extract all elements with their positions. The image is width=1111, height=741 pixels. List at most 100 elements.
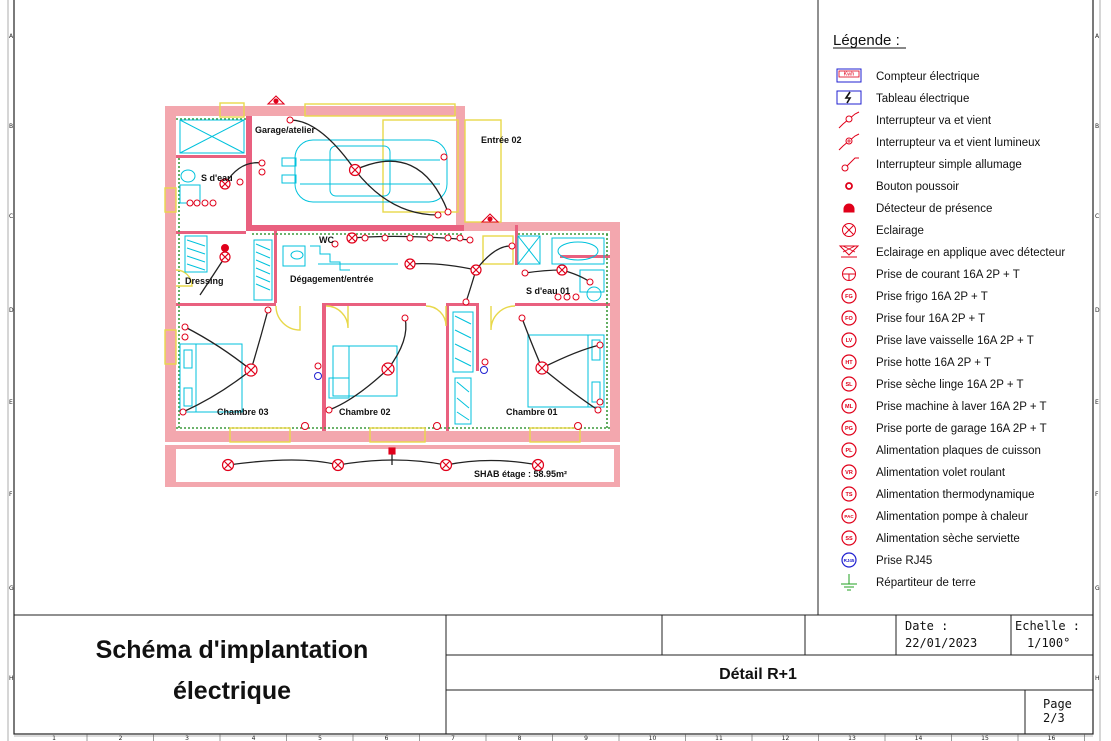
va-et-vient-lumineux-icon (838, 133, 860, 151)
legend-code: FO (845, 316, 853, 322)
frame-row-letter: D (1095, 307, 1100, 314)
legend-label: Alimentation plaques de cuisson (876, 445, 1041, 457)
frame-col-number: 11 (715, 735, 723, 741)
bouton-poussoir-icon (845, 182, 853, 190)
legend-item: Répartiteur de terre (841, 574, 976, 591)
frame-row-letter: C (9, 213, 13, 220)
legend-label: Prise porte de garage 16A 2P + T (876, 423, 1047, 435)
room-label: Dressing (185, 276, 224, 286)
frame-row-letter: B (9, 123, 13, 130)
legend-label: Eclairage en applique avec détecteur (876, 247, 1065, 259)
legend-label: Interrupteur va et vient (876, 115, 992, 127)
prise-code-icon: VR (841, 464, 857, 480)
page-label: Page (1043, 697, 1072, 711)
legend-label: Interrupteur simple allumage (876, 159, 1022, 171)
prise-code-icon: PL (841, 442, 857, 458)
legend-code: PAC (844, 514, 854, 519)
legend-item: Bouton poussoir (845, 181, 959, 193)
frame-row-letter: H (1095, 675, 1100, 682)
frame-row-letter: B (1095, 123, 1099, 130)
legend-item: Détecteur de présence (843, 203, 992, 215)
legend-item: Interrupteur simple allumage (841, 157, 1022, 172)
room-label: S d'eau (201, 173, 233, 183)
legend-item: Interrupteur va et vient (838, 111, 992, 129)
frame-col-number: 2 (119, 735, 123, 741)
legend-label: Alimentation volet roulant (876, 467, 1006, 479)
rj45-icon: RJ45 (841, 552, 857, 568)
legend-item: PL Alimentation plaques de cuisson (841, 442, 1041, 458)
frame-row-letter: F (9, 491, 13, 498)
legend-item: HT Prise hotte 16A 2P + T (841, 354, 991, 370)
legend-label: Prise sèche linge 16A 2P + T (876, 379, 1024, 391)
legend-item: SS Alimentation sèche serviette (841, 530, 1020, 546)
frame-col-number: 8 (518, 735, 522, 741)
prise-code-icon: FG (841, 288, 857, 304)
legend-label: Alimentation sèche serviette (876, 533, 1020, 545)
frame-col-number: 5 (318, 735, 322, 741)
date-value: 22/01/2023 (905, 636, 977, 650)
legend-label: Prise frigo 16A 2P + T (876, 291, 988, 303)
room-label: SHAB étage : 58.95m² (474, 469, 567, 479)
drawing-title-line2: électrique (173, 677, 291, 705)
legend-label: Détecteur de présence (876, 203, 992, 215)
frame-row-letter: H (9, 675, 14, 682)
frame-col-number: 1 (52, 735, 56, 741)
frame-row-letter: E (1095, 399, 1099, 406)
legend-label: Eclairage (876, 225, 924, 237)
frame-col-number: 10 (649, 735, 657, 741)
room-label: Entrée 02 (481, 135, 522, 145)
frame-col-number: 6 (385, 735, 389, 741)
room-label: S d'eau 01 (526, 286, 570, 296)
legend-label: Prise RJ45 (876, 555, 932, 567)
legend-item: Eclairage en applique avec détecteur (838, 245, 1065, 259)
frame-row-letter: E (9, 399, 13, 406)
detecteur-icon (843, 203, 855, 213)
legend-item: Tableau électrique (836, 90, 969, 105)
legend-label: Tableau électrique (876, 93, 969, 105)
title-block (14, 614, 1093, 734)
legend-item: RJ45 Prise RJ45 (841, 552, 932, 568)
eclairage-icon (842, 223, 856, 237)
furniture (179, 119, 605, 425)
legend-label: Prise hotte 16A 2P + T (876, 357, 991, 369)
legend-item: VR Alimentation volet roulant (841, 464, 1006, 480)
presence-detectors (266, 95, 500, 455)
legend-code: PG (845, 426, 853, 432)
frame-col-number: 13 (848, 735, 856, 741)
compteur-icon: Kwh (836, 68, 862, 83)
prise-code-icon: PG (841, 420, 857, 436)
scale-label: Echelle : (1015, 619, 1080, 633)
room-label: WC (319, 235, 334, 245)
frame-row-letter: G (1095, 585, 1100, 592)
legend-title: Légende : (833, 32, 900, 49)
room-label: Chambre 02 (339, 407, 391, 417)
frame-row-letter: D (9, 307, 14, 314)
frame-row-letter: F (1095, 491, 1099, 498)
rj45-outlets (314, 366, 488, 380)
frame-col-number: 12 (782, 735, 790, 741)
frame-row-letter: G (9, 585, 14, 592)
prise-code-icon: HT (841, 354, 857, 370)
wiring (182, 119, 601, 466)
tableau-icon (836, 90, 862, 105)
prise-code-icon: SL (841, 376, 857, 392)
detail-label: Détail R+1 (719, 666, 797, 683)
legend-code: RJ45 (844, 558, 855, 563)
drawing-title-line1: Schéma d'implantation (96, 636, 369, 664)
prise-icon (842, 267, 856, 281)
terre-icon (841, 574, 857, 591)
legend-item: Eclairage (842, 223, 924, 237)
legend-code: LV (846, 338, 853, 344)
frame-col-number: 16 (1048, 735, 1056, 741)
prise-code-icon: ML (841, 398, 857, 414)
frame-row-letter: C (1095, 213, 1099, 220)
room-label: Dégagement/entrée (290, 274, 374, 284)
legend-code: PL (845, 448, 853, 454)
prise-code-icon: SS (841, 530, 857, 546)
page-value: 2/3 (1043, 711, 1065, 725)
